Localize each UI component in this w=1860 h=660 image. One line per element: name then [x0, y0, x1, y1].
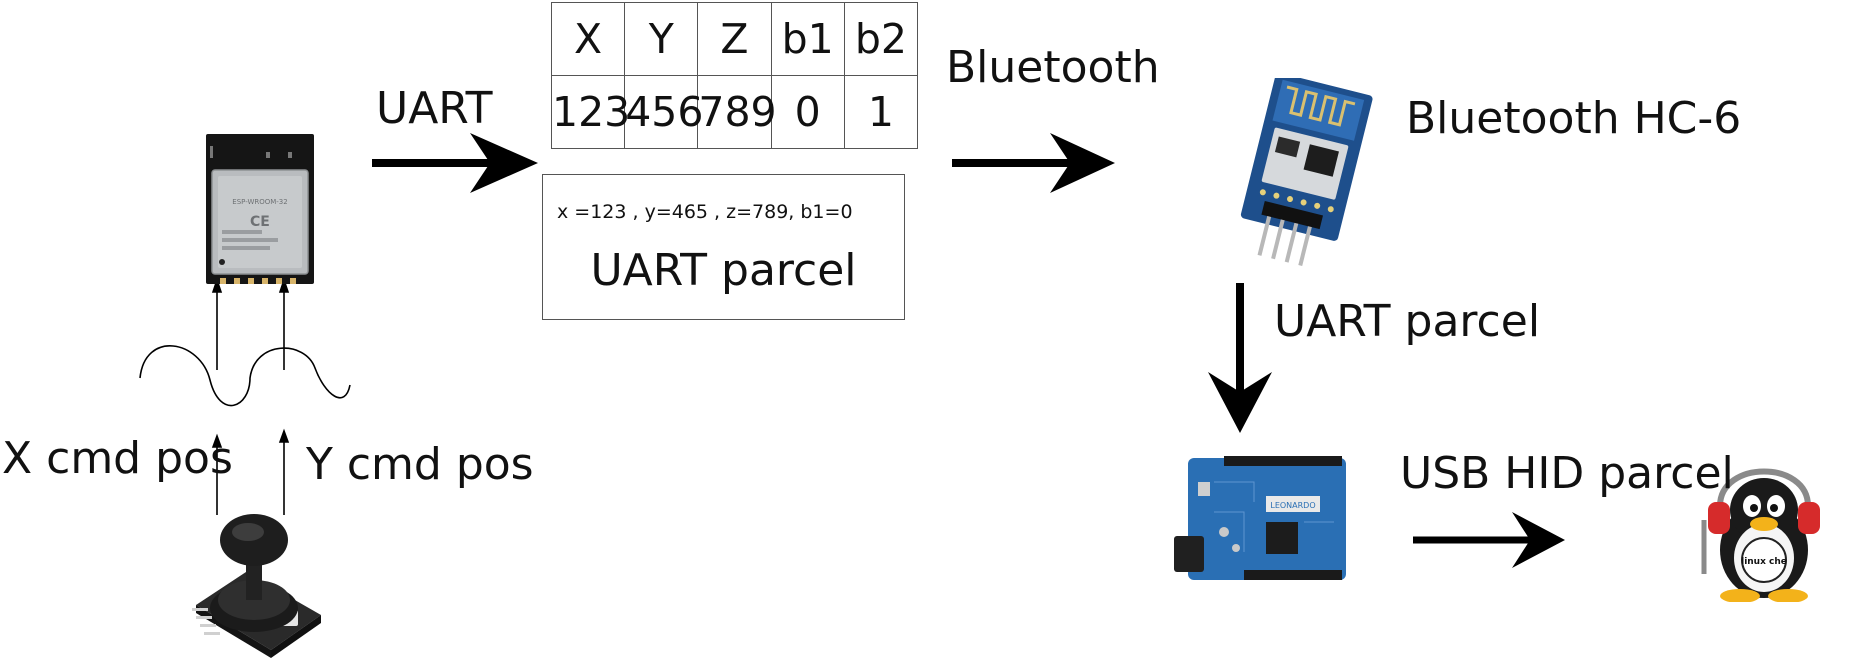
packet-value-b1: 0: [770, 75, 845, 149]
joystick-module-icon: [192, 514, 321, 658]
arrow-uart: [372, 133, 538, 193]
packet-value-row: 123 456 789 0 1: [550, 75, 919, 149]
packet-table: X Y Z b1 b2 123 456 789 0 1: [550, 2, 919, 149]
arduino-leonardo-board-icon: LEONARDO: [1174, 456, 1346, 580]
leonardo-label: LEONARDO: [1270, 501, 1315, 510]
tux-penguin-headphones-icon: linux che: [1701, 468, 1820, 602]
esp32-module-icon: ESP-WROOM-32 CE: [206, 134, 314, 284]
packet-header-b2: b2: [843, 2, 919, 76]
uart-parcel-title: UART parcel: [590, 245, 857, 296]
packet-header-row: X Y Z b1 b2: [550, 2, 919, 76]
hc06-bluetooth-module-icon: [1240, 78, 1373, 266]
label-uart-parcel-down: UART parcel: [1274, 296, 1541, 347]
signal-arrows: [211, 277, 290, 515]
uart-parcel-box: x =123 , y=465 , z=789, b1=0 UART parcel: [542, 174, 905, 320]
arrow-bluetooth: [952, 133, 1115, 193]
packet-value-z: 789: [697, 75, 777, 149]
label-x-cmd-pos: X cmd pos: [2, 433, 233, 484]
packet-header-y: Y: [624, 2, 699, 76]
packet-header-z: Z: [697, 2, 772, 76]
label-uart: UART: [376, 83, 493, 134]
signal-wave: [139, 345, 351, 407]
packet-header-b1: b1: [770, 2, 845, 76]
packet-value-y: 456: [624, 75, 703, 149]
label-bluetooth: Bluetooth: [946, 42, 1160, 93]
arrow-down-uart-parcel: [1208, 283, 1272, 433]
arrow-usb-hid: [1413, 512, 1565, 568]
esp-chip-label: ESP-WROOM-32: [232, 198, 287, 206]
label-bluetooth-hc6: Bluetooth HC-6: [1406, 93, 1742, 144]
label-usb-hid-parcel: USB HID parcel: [1400, 448, 1734, 499]
packet-value-x: 123: [550, 75, 630, 149]
packet-value-b2: 1: [843, 75, 919, 149]
svg-text:CE: CE: [250, 214, 270, 230]
uart-parcel-sample: x =123 , y=465 , z=789, b1=0: [557, 201, 853, 223]
packet-header-x: X: [550, 2, 626, 76]
label-y-cmd-pos: Y cmd pos: [306, 439, 534, 490]
tux-badge-label: linux che: [1741, 557, 1787, 567]
